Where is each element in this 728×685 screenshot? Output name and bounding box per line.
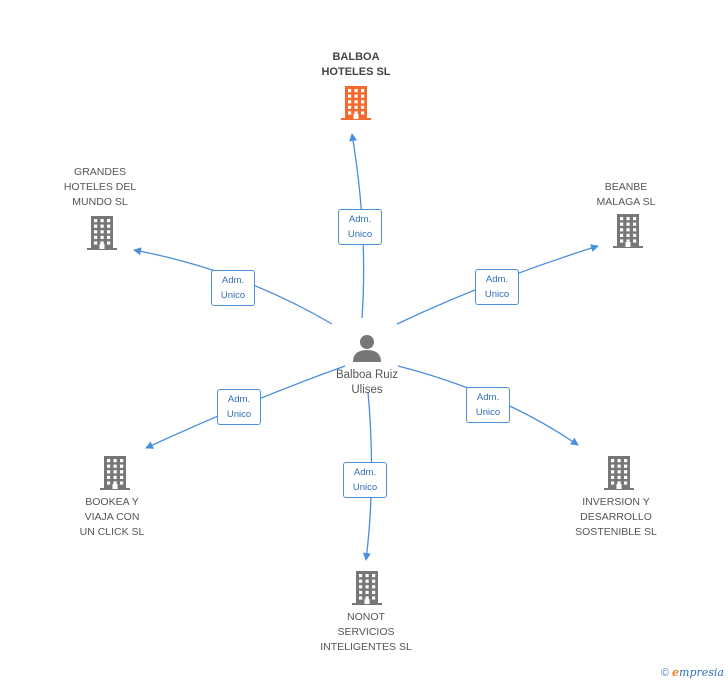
empresia-logo[interactable]: © empresia <box>661 666 724 679</box>
building-icon[interactable] <box>99 455 131 491</box>
person-icon[interactable] <box>352 333 382 363</box>
edge-label-bookea[interactable]: Adm. Unico <box>217 389 261 425</box>
building-icon[interactable] <box>340 85 372 121</box>
copyright-icon: © <box>660 667 669 679</box>
edge-label-inversion[interactable]: Adm. Unico <box>466 387 510 423</box>
company-name-grandes[interactable]: GRANDES HOTELES DEL MUNDO SL <box>63 166 137 208</box>
person-name[interactable]: Balboa Ruiz Ulises <box>335 369 398 396</box>
company-name-nonot[interactable]: NONOT SERVICIOS INTELIGENTES SL <box>320 611 412 653</box>
company-name-bookea[interactable]: BOOKEA Y VIAJA CON UN CLICK SL <box>79 496 145 538</box>
company-name-beanbe[interactable]: BEANBE MALAGA SL <box>596 181 656 208</box>
company-name-inversion[interactable]: INVERSION Y DESARROLLO SOSTENIBLE SL <box>575 496 657 538</box>
brand-name: mpresia <box>679 666 724 679</box>
brand-initial: e <box>672 666 680 679</box>
edge-label-balboa[interactable]: Adm. Unico <box>338 209 382 245</box>
building-icon[interactable] <box>86 215 118 251</box>
edge-label-nonot[interactable]: Adm. Unico <box>343 462 387 498</box>
edge-label-beanbe[interactable]: Adm. Unico <box>475 269 519 305</box>
edge-label-grandes[interactable]: Adm. Unico <box>211 270 255 306</box>
building-icon[interactable] <box>612 213 644 249</box>
company-name-balboa[interactable]: BALBOA HOTELES SL <box>321 51 391 78</box>
building-icon[interactable] <box>351 570 383 606</box>
building-icon[interactable] <box>603 455 635 491</box>
